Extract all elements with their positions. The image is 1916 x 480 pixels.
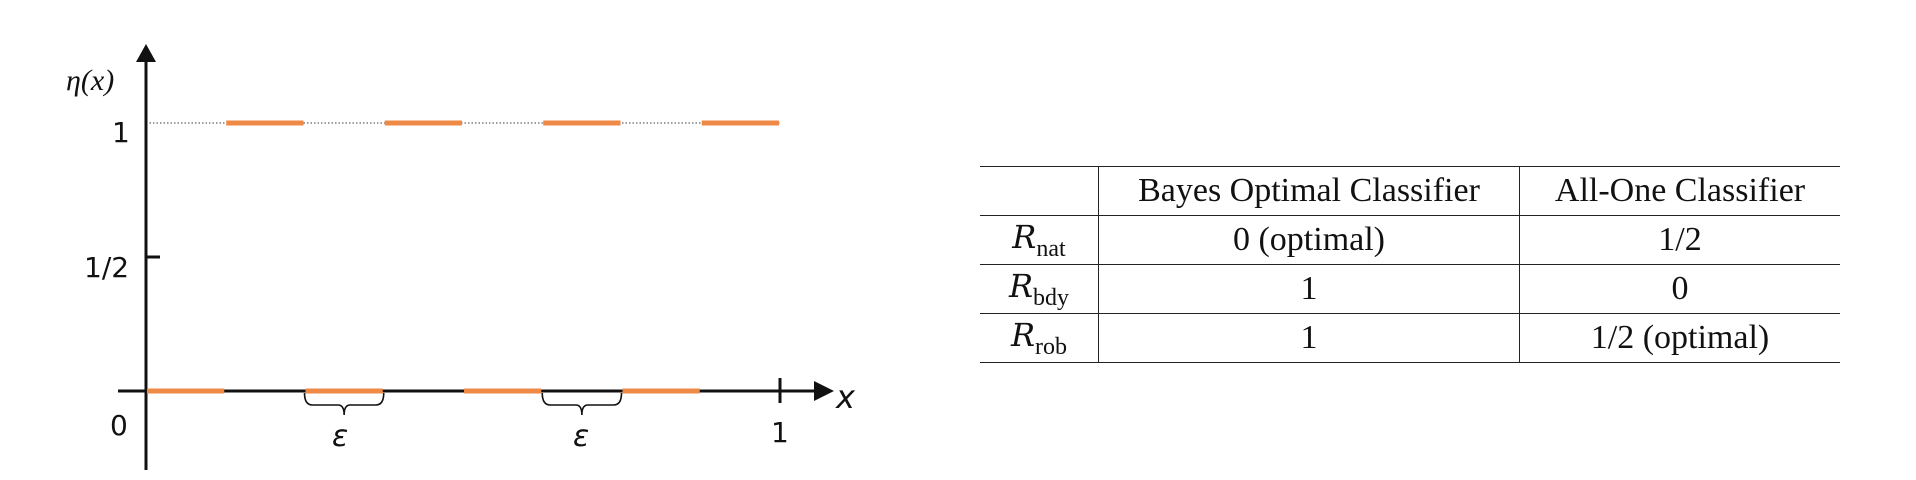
risk-symbol-nat: Rnat xyxy=(980,215,1099,265)
risk-symbol-rob: Rrob xyxy=(980,313,1099,363)
x-axis-arrow xyxy=(814,381,834,401)
table-row-nat: Rnat 0 (optimal) 1/2 xyxy=(980,215,1840,265)
risk-subscript: bdy xyxy=(1033,284,1070,311)
risk-letter: R xyxy=(1008,266,1034,305)
eta-step-plot: η(x) 1 1/2 0 1 x ε ε xyxy=(66,44,856,470)
eta-argument: (x) xyxy=(81,64,114,97)
table-header-row: Bayes Optimal Classifier All-One Classif… xyxy=(980,166,1840,216)
epsilon-brace-2 xyxy=(541,392,623,416)
cell-allone-bdy: 0 xyxy=(1519,264,1840,314)
header-corner xyxy=(980,166,1099,216)
cell-allone-nat: 1/2 xyxy=(1519,215,1840,265)
y-axis-label: η(x) xyxy=(66,64,114,97)
risk-letter: R xyxy=(1012,217,1037,256)
epsilon-braces-group xyxy=(303,392,623,416)
risk-symbol-bdy: Rbdy xyxy=(980,264,1099,314)
risk-comparison-table: Bayes Optimal Classifier All-One Classif… xyxy=(980,166,1840,363)
epsilon-brace-1 xyxy=(303,392,385,416)
origin-label: 0 xyxy=(110,409,128,442)
header-all-one: All-One Classifier xyxy=(1519,166,1840,216)
x-axis-label: x xyxy=(835,378,856,416)
header-bayes: Bayes Optimal Classifier xyxy=(1098,166,1520,216)
risk-table-container: Bayes Optimal Classifier All-One Classif… xyxy=(980,166,1840,363)
y-axis-arrow xyxy=(136,44,156,62)
cell-bayes-nat: 0 (optimal) xyxy=(1098,215,1520,265)
epsilon-label-1: ε xyxy=(332,419,348,454)
table-row-bdy: Rbdy 1 0 xyxy=(980,264,1840,314)
epsilon-label-2: ε xyxy=(573,419,589,454)
y-tick-label-half: 1/2 xyxy=(84,251,129,284)
segments-group xyxy=(147,120,779,394)
table-row-rob: Rrob 1 1/2 (optimal) xyxy=(980,313,1840,363)
cell-bayes-rob: 1 xyxy=(1098,313,1520,363)
cell-bayes-bdy: 1 xyxy=(1098,264,1520,314)
y-tick-label-1: 1 xyxy=(112,116,130,149)
x-tick-label-1: 1 xyxy=(771,416,789,449)
eta-symbol: η xyxy=(66,64,81,97)
risk-letter: R xyxy=(1010,315,1036,354)
risk-subscript: rob xyxy=(1035,333,1068,360)
risk-subscript: nat xyxy=(1036,235,1066,262)
cell-allone-rob: 1/2 (optimal) xyxy=(1519,313,1840,363)
